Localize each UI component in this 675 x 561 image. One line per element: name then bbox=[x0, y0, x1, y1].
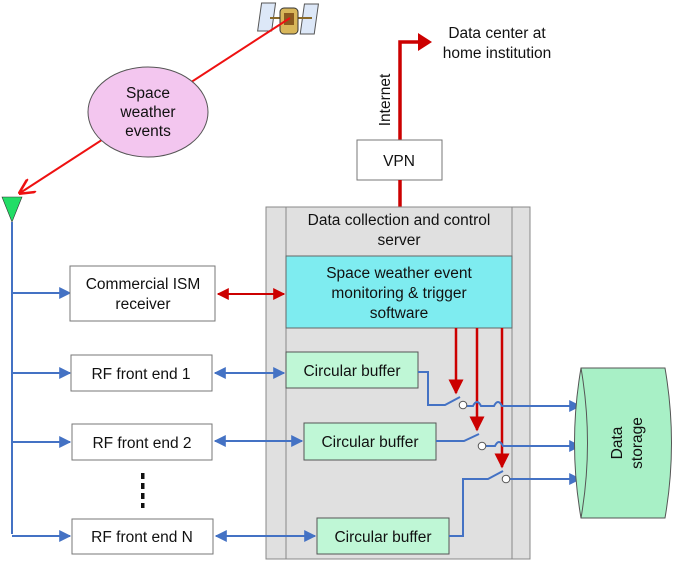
ism-line-1: Commercial ISM bbox=[86, 276, 201, 293]
ellipsis-icon bbox=[141, 473, 145, 508]
circular-buffer-2: Circular buffer bbox=[303, 422, 437, 461]
buffer-1-label: Circular buffer bbox=[303, 363, 400, 380]
server-title-line-1: Data collection and control bbox=[308, 212, 491, 229]
rfn-label: RF front end N bbox=[91, 529, 193, 546]
data-center-line-2: home institution bbox=[443, 45, 552, 62]
switch-1 bbox=[418, 371, 582, 412]
internet-arrowhead bbox=[418, 33, 432, 51]
bubble-line-2: weather bbox=[119, 104, 175, 121]
data-storage: Data storage bbox=[574, 367, 672, 519]
software-line-1: Space weather event bbox=[326, 265, 472, 282]
rf1-label: RF front end 1 bbox=[91, 366, 190, 383]
switch-1-contact bbox=[458, 400, 468, 410]
internet-label: Internet bbox=[377, 73, 394, 126]
switch-2-contact bbox=[477, 441, 487, 451]
rf2-label: RF front end 2 bbox=[92, 435, 191, 452]
software-line-2: monitoring & trigger bbox=[331, 285, 466, 302]
trigger-software-box: Space weather event monitoring & trigger… bbox=[285, 255, 513, 329]
bubble-line-3: events bbox=[125, 123, 171, 140]
ism-line-2: receiver bbox=[115, 296, 170, 313]
rf-front-end-2-box: RF front end 2 bbox=[71, 423, 213, 461]
circular-buffer-1: Circular buffer bbox=[285, 351, 419, 389]
rf-front-end-1-box: RF front end 1 bbox=[70, 354, 213, 392]
switch-3 bbox=[449, 470, 582, 537]
circular-buffer-3: Circular buffer bbox=[316, 517, 450, 555]
buffer-2-label: Circular buffer bbox=[321, 434, 418, 451]
data-center-line-1: Data center at bbox=[448, 25, 546, 42]
vpn-label: VPN bbox=[383, 153, 415, 170]
antenna-icon bbox=[1, 196, 23, 223]
space-weather-events-bubble: Space weather events bbox=[87, 66, 209, 158]
rf-front-end-n-box: RF front end N bbox=[71, 518, 214, 555]
storage-line-1: Data bbox=[609, 426, 626, 459]
bubble-line-1: Space bbox=[126, 85, 170, 102]
buffer-3-label: Circular buffer bbox=[334, 529, 431, 546]
switch-3-contact bbox=[501, 474, 511, 484]
ism-receiver-box: Commercial ISM receiver bbox=[69, 265, 216, 322]
storage-line-2: storage bbox=[629, 417, 646, 469]
internet-line bbox=[398, 40, 420, 180]
software-line-3: software bbox=[370, 305, 429, 322]
server-title-line-2: server bbox=[377, 232, 420, 249]
switch-2 bbox=[436, 433, 582, 452]
